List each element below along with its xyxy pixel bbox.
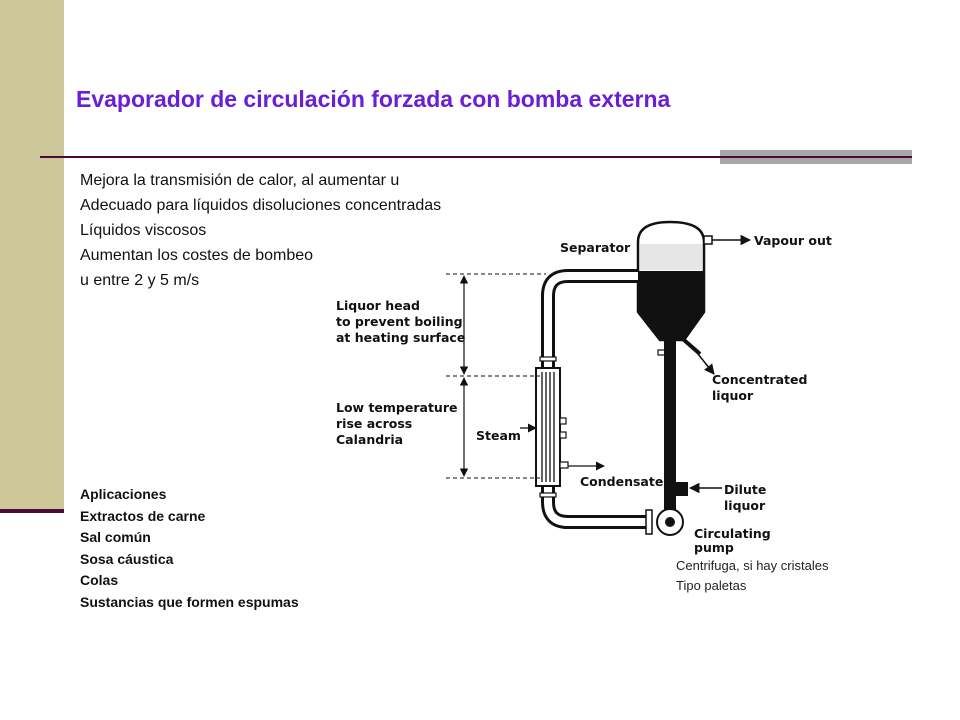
vapour-out-label: Vapour out [754,233,832,248]
pipe-flanges [539,356,557,498]
applications-list: Aplicaciones Extractos de carne Sal comú… [80,484,299,613]
applications-heading: Aplicaciones [80,486,167,502]
concentrated-liquor-label: liquor [712,388,754,403]
separator-vessel [636,220,706,342]
bullet-item: Mejora la transmisión de calor, al aumen… [80,172,400,189]
bullet-list: Mejora la transmisión de calor, al aumen… [80,168,441,293]
title-rule-accent-bottom [720,158,912,164]
sidebar-decoration [0,0,64,512]
slide-title: Evaporador de circulación forzada con bo… [76,86,671,112]
steam-label: Steam [476,428,521,443]
pump-note: Centrifuga, si hay cristales [676,558,829,573]
circulating-pump-label: pump [694,540,734,555]
low-temperature-label: Low temperature [336,400,457,415]
application-item: Sosa cáustica [80,550,174,567]
application-item: Extractos de carne [80,507,206,524]
dimension-lines [446,273,546,479]
application-item: Sustancias que formen espumas [80,593,299,610]
low-temperature-label: rise across [336,416,412,431]
separator-label: Separator [560,240,631,255]
bullet-item: u entre 2 y 5 m/s [80,272,200,289]
sidebar-foot-line [0,509,64,513]
dilute-liquor-label: Dilute [724,482,766,497]
pump-note: Tipo paletas [676,578,747,593]
liquor-head-label: Liquor head [336,298,420,313]
application-item: Colas [80,572,119,588]
pump-notes: Centrifuga, si hay cristales Tipo paleta… [676,556,828,596]
bullet-item: Líquidos viscosos [80,222,207,239]
liquor-head-label: at heating surface [336,330,465,345]
liquor-head-label: to prevent boiling [336,314,463,329]
application-item: Sal común [80,529,151,545]
concentrated-liquor-label: Concentrated [712,372,807,387]
bullet-item: Adecuado para líquidos disoluciones conc… [80,197,442,214]
condensate-outlet [559,461,605,471]
vapour-outlet [703,234,752,246]
condensate-label: Condensate [580,474,663,489]
dilute-liquor-inlet [676,482,722,496]
circulating-pump-label: Circulating [694,526,771,541]
low-temperature-label: Calandria [336,432,403,447]
dilute-liquor-label: liquor [724,498,766,513]
concentrated-liquor-outlet [657,338,715,375]
circulation-pipe [541,269,676,529]
title-rule-accent-top [720,150,912,156]
bullet-item: Aumentan los costes de bombeo [80,247,314,264]
circulating-pump [645,508,684,536]
calandria [520,367,567,487]
title-rule [40,156,912,158]
